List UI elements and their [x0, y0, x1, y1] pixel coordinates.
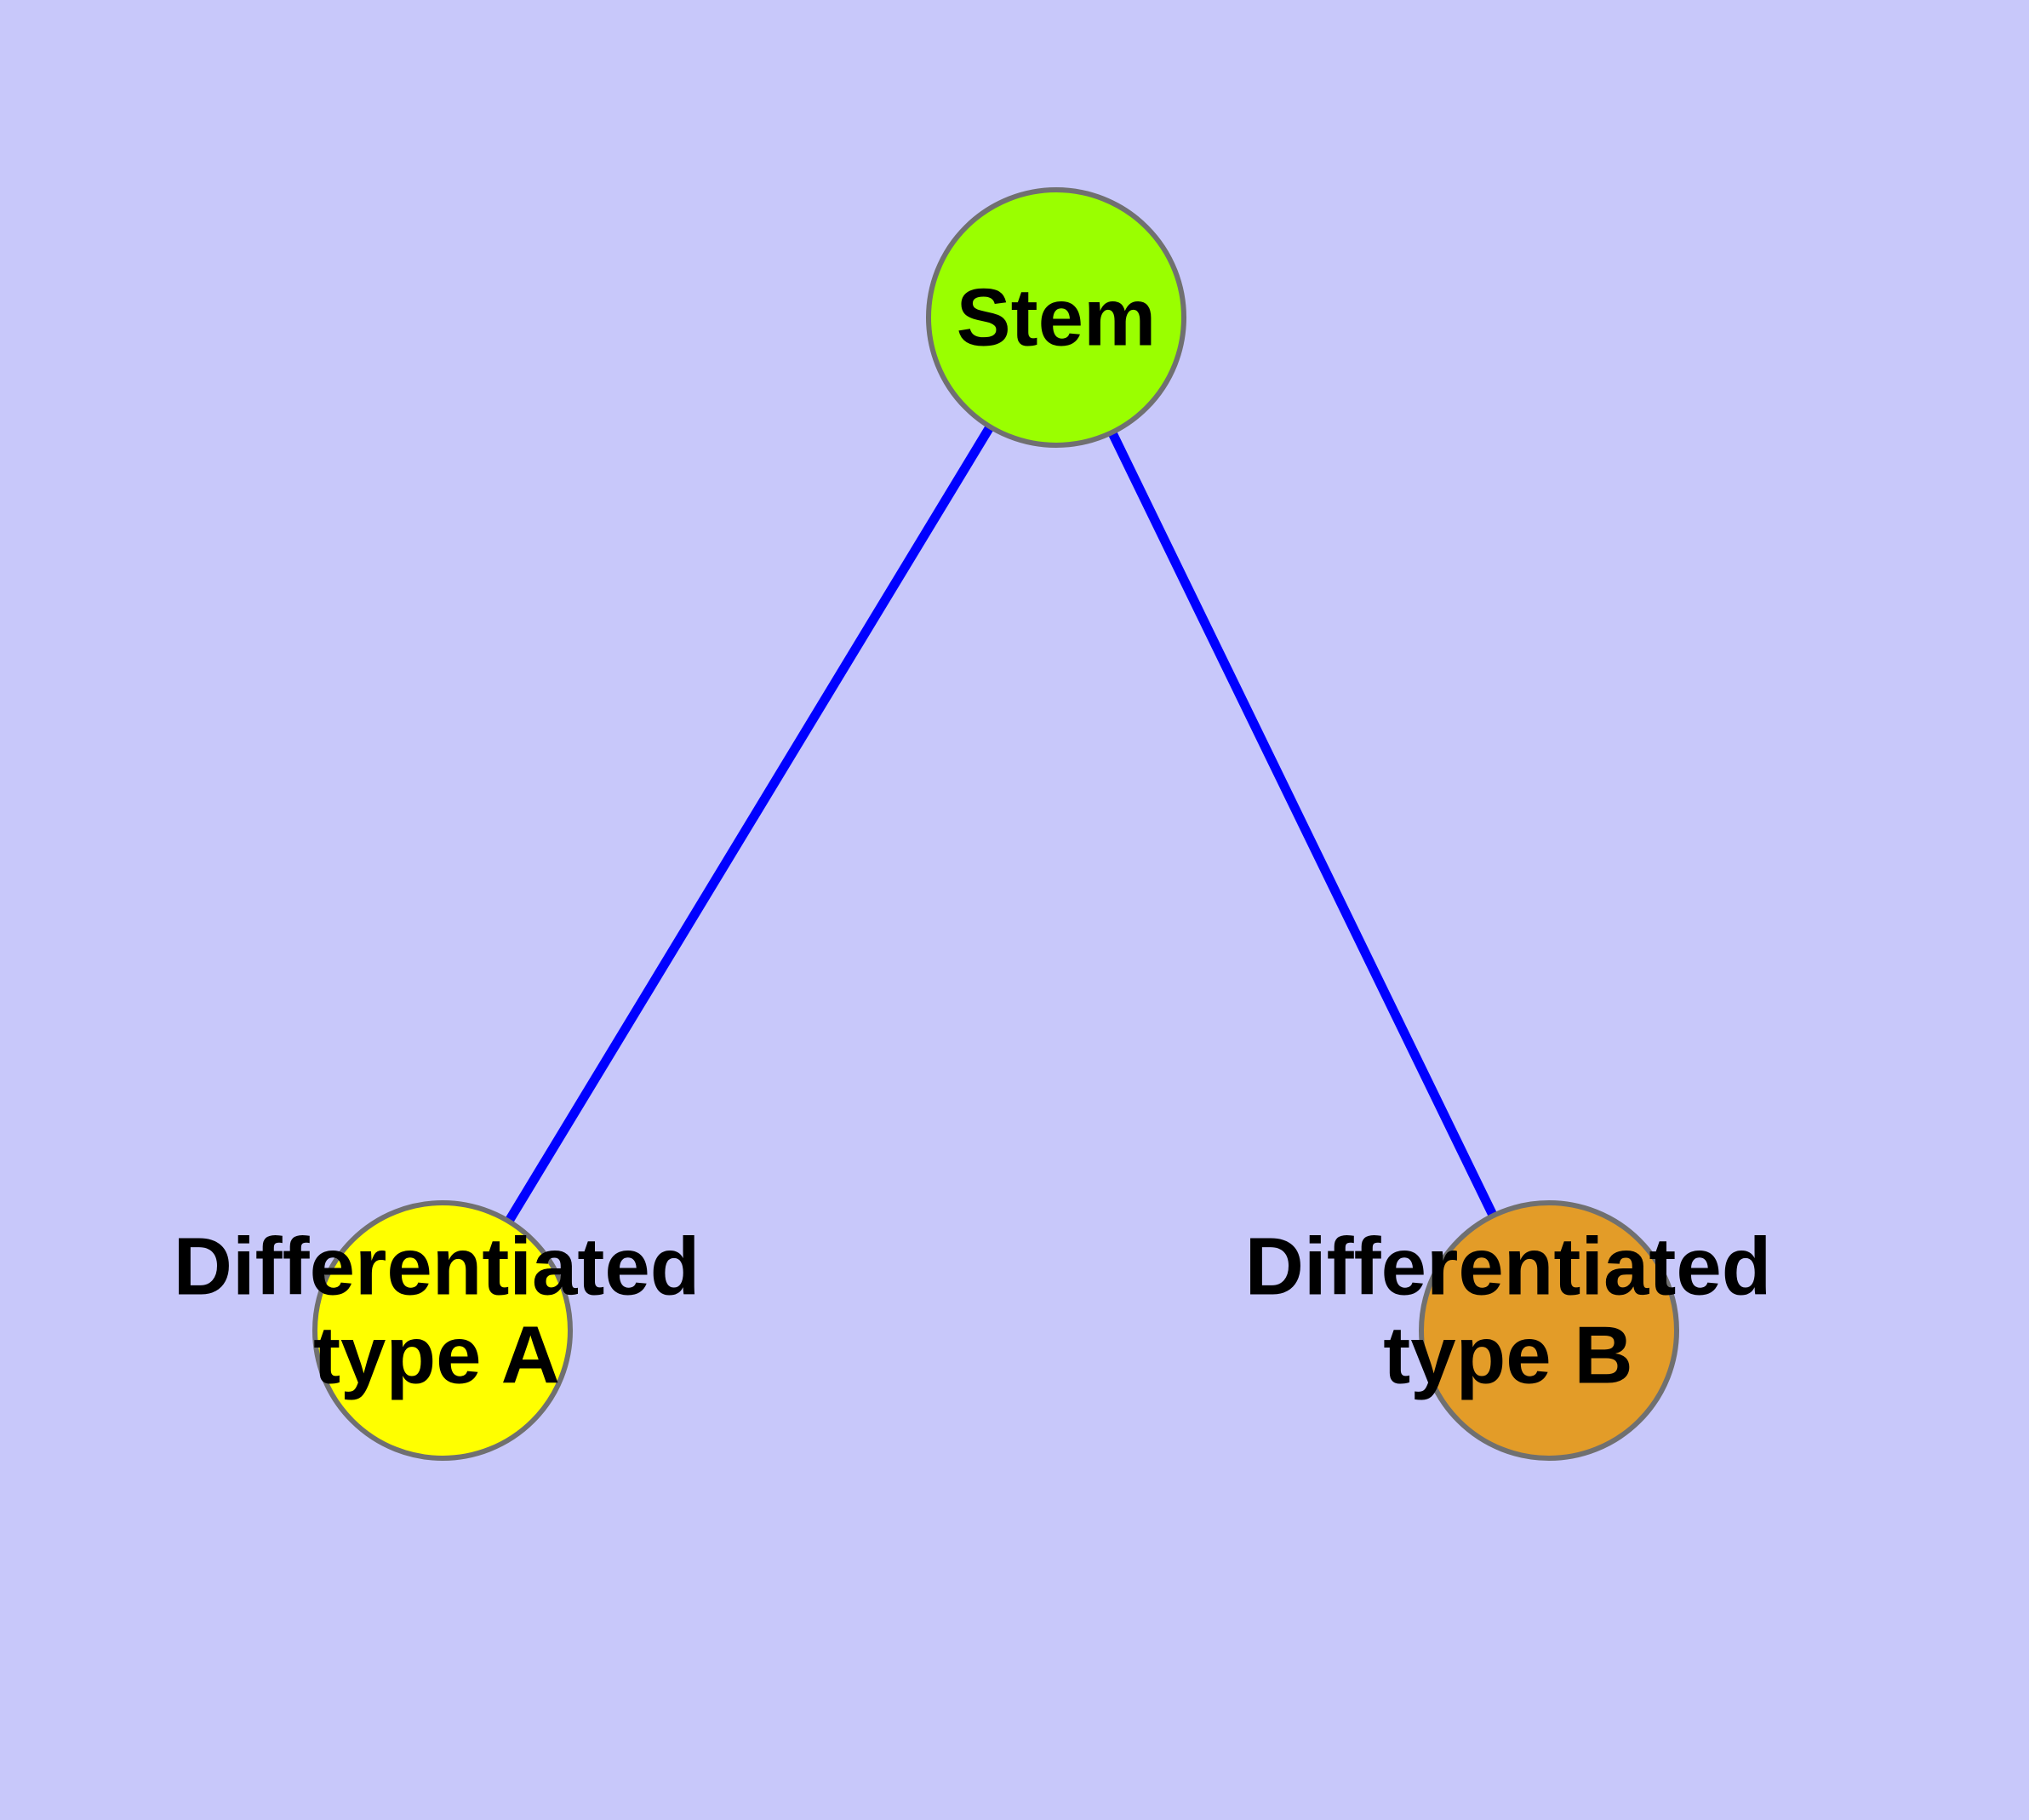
nodes-layer [312, 187, 1679, 1461]
node-label-line: type B [1383, 1310, 1632, 1401]
graph-node-diff_b[interactable] [1419, 1200, 1679, 1461]
node-label-line: Differentiated [174, 1222, 700, 1313]
graph-edge [1106, 426, 1500, 1222]
node-label-stem: Stem [957, 272, 1157, 363]
node-label-line: Stem [957, 272, 1157, 363]
graph-edge [502, 421, 997, 1227]
graph-node-diff_a[interactable] [312, 1200, 573, 1461]
graph-node-stem[interactable] [926, 187, 1186, 448]
node-label-line: Differentiated [1245, 1222, 1772, 1313]
edges-layer [502, 421, 1500, 1227]
node-label-line: type A [313, 1310, 560, 1401]
